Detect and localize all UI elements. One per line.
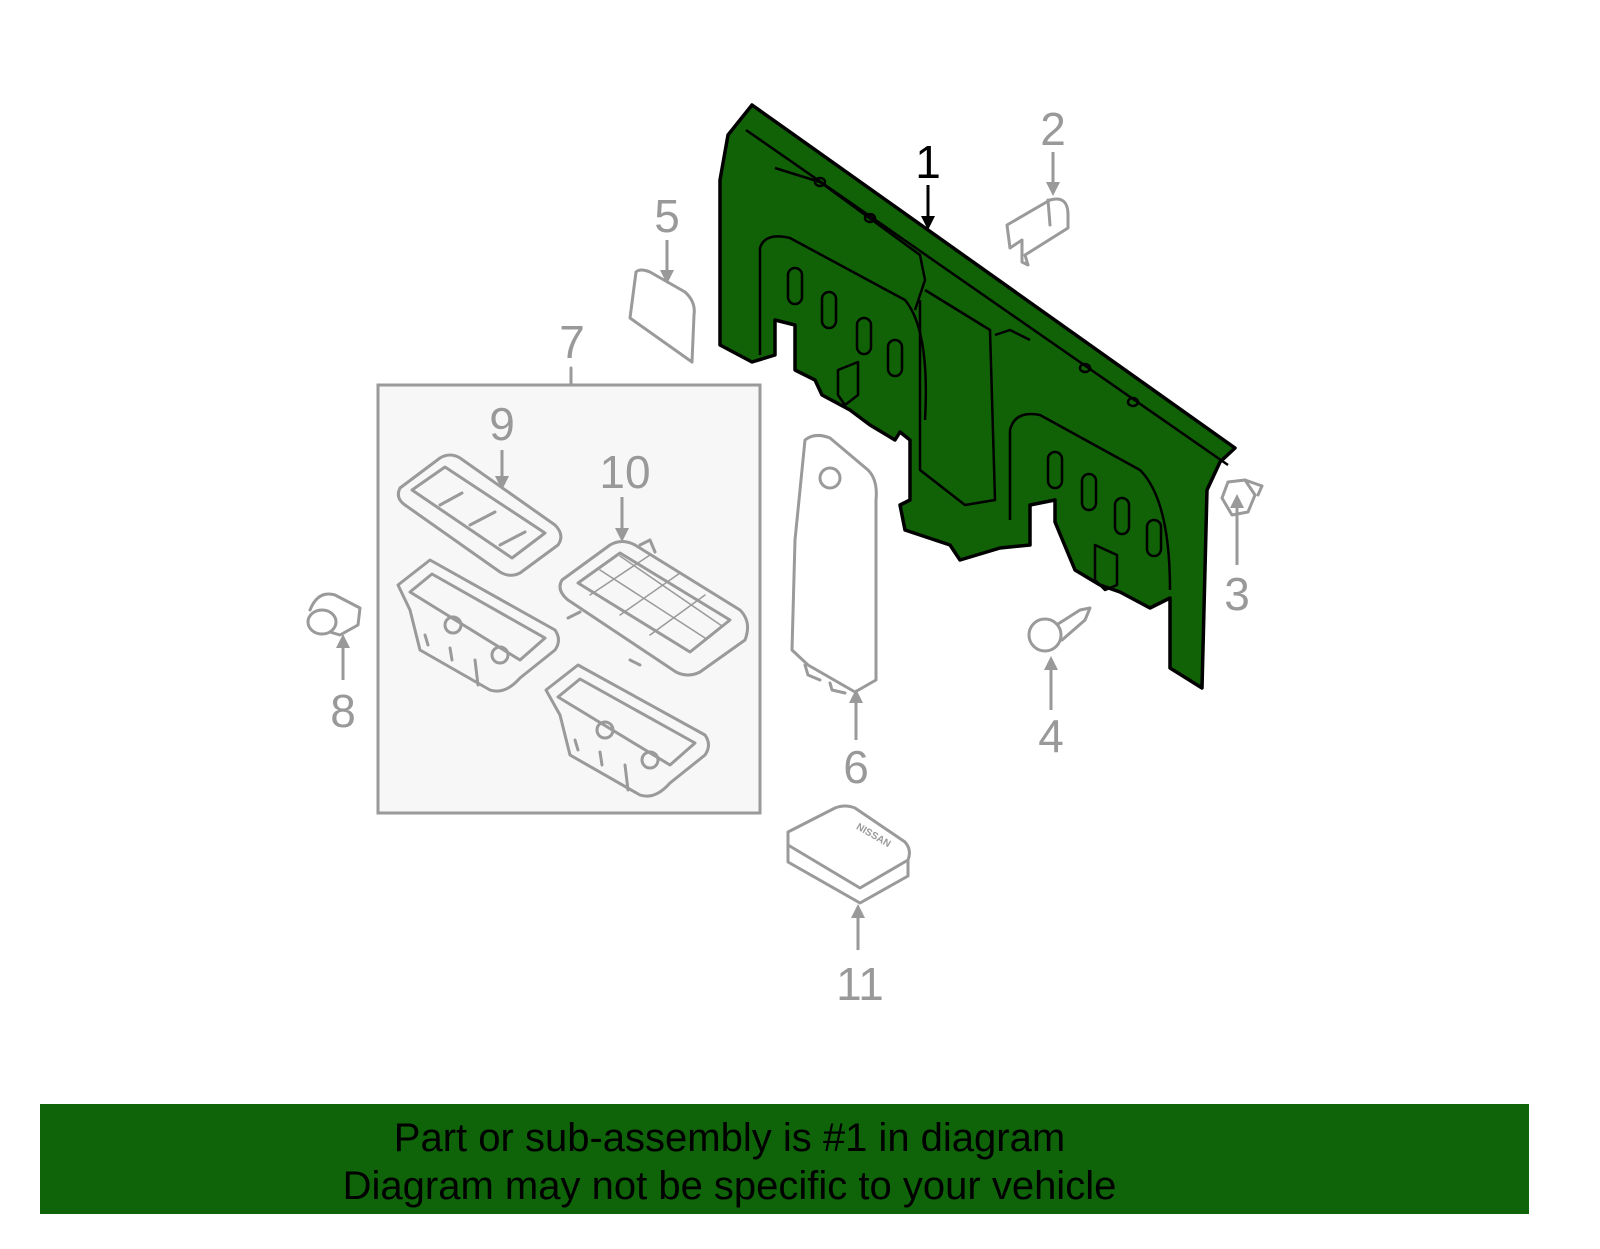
callout-7[interactable]: 7 [559,316,585,368]
part-9-tray[interactable] [396,453,563,577]
storage-bin-left [396,558,560,693]
callout-arrows [336,152,1244,950]
info-banner: Part or sub-assembly is #1 in diagram Di… [40,1104,1529,1214]
callout-11[interactable]: 11 [836,958,884,1010]
banner-line-1: Part or sub-assembly is #1 in diagram [393,1116,1066,1160]
part-11-box[interactable]: NISSAN [786,804,911,905]
callout-5[interactable]: 5 [654,190,680,242]
banner-line-2: Diagram may not be specific to your vehi… [342,1164,1117,1208]
part-8-clip[interactable] [306,592,362,637]
callout-3[interactable]: 3 [1224,568,1250,620]
callout-9[interactable]: 9 [489,398,515,450]
callout-4[interactable]: 4 [1038,710,1064,762]
part-6-cover[interactable] [790,433,878,695]
part-4-push-pin[interactable] [1027,606,1092,653]
part-1-rear-panel[interactable] [718,103,1237,690]
callout-1[interactable]: 1 [915,136,941,188]
callout-8[interactable]: 8 [330,685,356,737]
callout-6[interactable]: 6 [843,741,869,793]
part-10-net-tray[interactable] [558,538,750,677]
part-3-clip[interactable] [1220,478,1264,517]
callout-2[interactable]: 2 [1040,103,1066,155]
callout-10[interactable]: 10 [599,446,650,498]
part-5-pad[interactable] [628,268,696,364]
storage-bin-right [544,663,710,798]
part-2-clip[interactable] [1005,197,1070,267]
